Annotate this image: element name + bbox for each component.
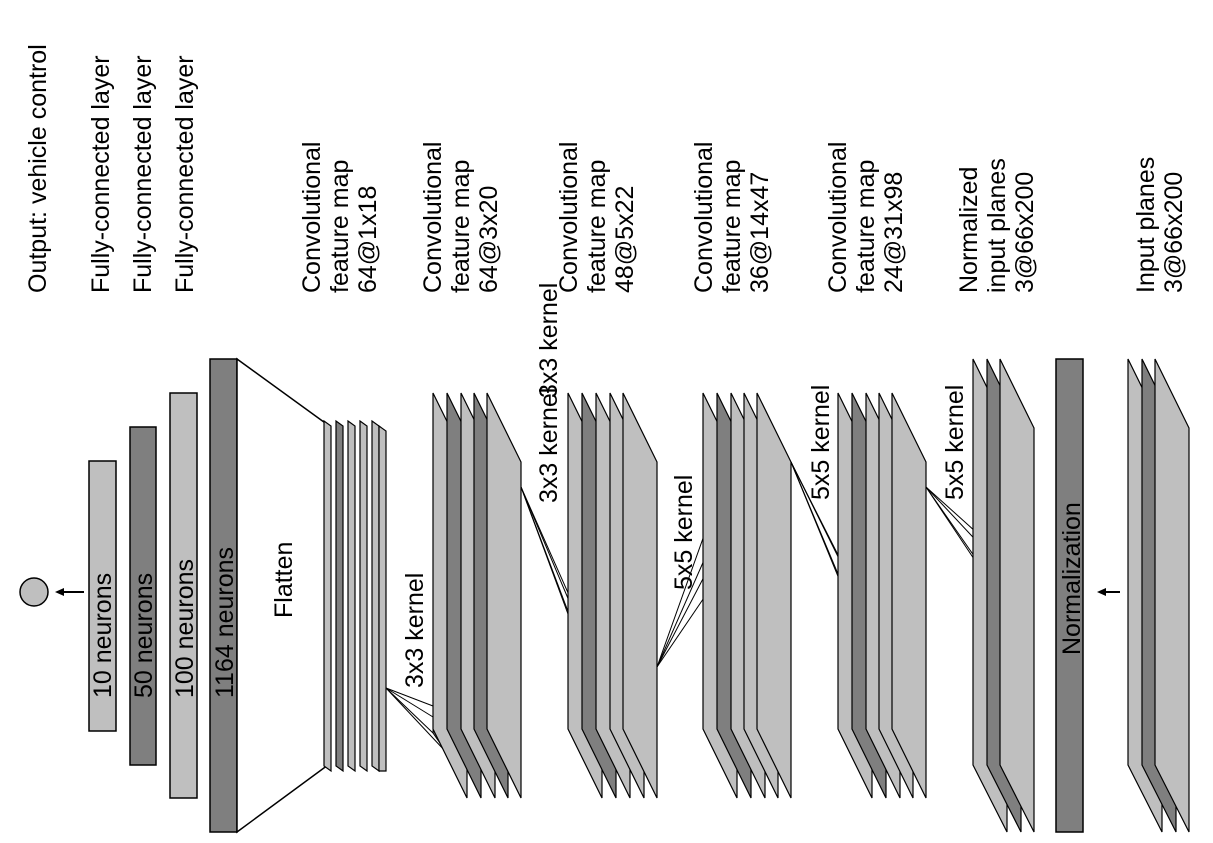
input-planes [1127, 358, 1190, 833]
caption-conv2-line1: Convolutional [690, 142, 718, 294]
normalized-input-planes [972, 358, 1035, 833]
label-flatten: Flatten [270, 542, 298, 618]
bar-10-neurons [88, 460, 117, 732]
header-captions: Output: vehicle control Fully-connected … [24, 44, 1188, 293]
label-kernel-3x3-a: 3x3 kernel [401, 573, 429, 688]
caption-conv5-line2: feature map [326, 160, 354, 293]
caption-conv1-line3: 24@31x98 [880, 172, 908, 293]
caption-conv3-line2: feature map [583, 160, 611, 293]
caption-fc-2: Fully-connected layer [129, 55, 157, 293]
label-kernel-5x5-a: 5x5 kernel [670, 475, 698, 590]
caption-conv2-line3: 36@14x47 [746, 172, 774, 293]
label-kernel-5x5-c: 5x5 kernel [941, 385, 969, 500]
conv2-feature-maps [702, 392, 792, 799]
label-50-neurons: 50 neurons [130, 573, 158, 698]
caption-conv5-line3: 64@1x18 [354, 186, 382, 293]
caption-conv1-line2: feature map [852, 160, 880, 293]
caption-conv4-line1: Convolutional [419, 142, 447, 294]
conv3-feature-maps [567, 392, 658, 799]
caption-normalized-line3: 3@66x200 [1011, 172, 1039, 293]
normalization-layer [1055, 358, 1084, 833]
output-arrow [55, 588, 84, 596]
caption-conv3-line1: Convolutional [555, 142, 583, 294]
label-normalization: Normalization [1058, 502, 1086, 655]
bar-100-neurons [169, 392, 198, 799]
label-1164-neurons: 1164 neurons [211, 547, 239, 698]
label-100-neurons: 100 neurons [171, 559, 199, 698]
caption-fc-3: Fully-connected layer [171, 55, 199, 293]
caption-fc-1: Fully-connected layer [87, 55, 115, 293]
label-kernel-3x3-c: 3x3 kernel [535, 283, 563, 398]
caption-input-line2: 3@66x200 [1160, 172, 1188, 293]
output-node [19, 577, 49, 607]
input-arrow [1097, 588, 1120, 596]
label-kernel-5x5-b: 5x5 kernel [807, 385, 835, 500]
label-kernel-3x3-b: 3x3 kernel [535, 388, 563, 503]
caption-conv3-line3: 48@5x22 [611, 186, 639, 293]
label-10-neurons: 10 neurons [89, 573, 117, 698]
caption-normalized-line1: Normalized [955, 167, 983, 293]
caption-output: Output: vehicle control [24, 44, 52, 293]
caption-normalized-line2: input planes [983, 158, 1011, 293]
conv1-feature-maps [837, 392, 927, 799]
conv4-feature-maps [432, 392, 522, 799]
caption-conv2-line2: feature map [718, 160, 746, 293]
caption-conv4-line2: feature map [447, 160, 475, 293]
conv5-feature-maps [323, 419, 387, 773]
caption-input-line1: Input planes [1132, 157, 1160, 293]
bar-50-neurons [129, 426, 157, 766]
caption-conv5-line1: Convolutional [298, 142, 326, 294]
caption-conv1-line1: Convolutional [824, 142, 852, 294]
caption-conv4-line3: 64@3x20 [475, 186, 503, 293]
